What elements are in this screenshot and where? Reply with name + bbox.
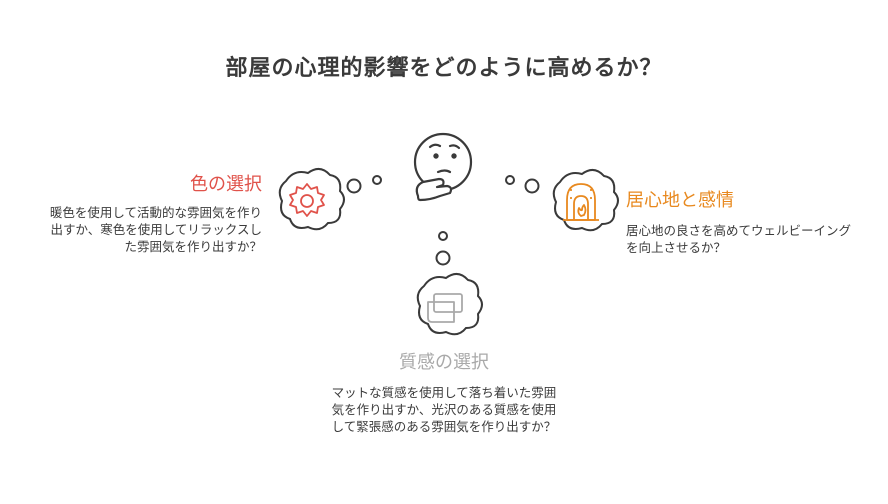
thinking-face-icon	[413, 132, 473, 202]
color-choice-heading: 色の選択	[190, 174, 262, 195]
sun-badge-icon	[289, 183, 325, 217]
color-choice-description: 暖色を使用して活動的な雰囲気を作り出すか、寒色を使用してリラックスした雰囲気を作…	[49, 205, 262, 254]
fabric-swatch-icon	[427, 293, 463, 323]
diagram-title: 部屋の心理的影響をどのように高めるか？	[225, 56, 663, 81]
comfort-emotion-heading: 居心地と感情	[626, 190, 734, 211]
comfort-emotion-description: 居心地の良さを高めてウェルビーイングを向上させるか？	[626, 223, 852, 255]
right-thought-bubble	[552, 169, 619, 232]
fireplace-icon	[563, 183, 599, 221]
left-thought-bubble	[278, 168, 345, 231]
bottom-thought-bubble	[416, 273, 483, 336]
texture-choice-heading: 質感の選択	[399, 352, 489, 373]
texture-choice-description: マットな質感を使用して落ち着いた雰囲気を作り出すか、光沢のある質感を使用して緊張…	[331, 385, 557, 434]
